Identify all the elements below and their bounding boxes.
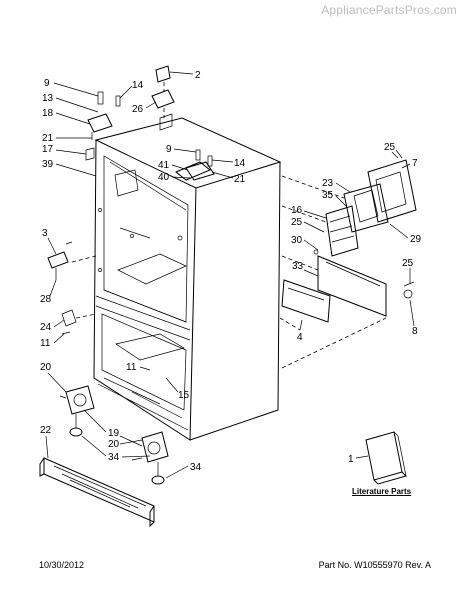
left-top-hinge-parts: [85, 91, 121, 161]
callout-34b: 34: [190, 462, 202, 473]
callout-21b: 21: [234, 174, 246, 185]
roller-leveler-parts: [59, 385, 169, 485]
callout-3: 3: [42, 228, 48, 239]
callout-35: 35: [322, 190, 334, 201]
cabinet-assembly: [93, 117, 282, 441]
callout-30: 30: [291, 235, 303, 246]
callout-21: 21: [42, 133, 54, 144]
callout-9b: 9: [166, 144, 172, 155]
watermark: AppliancePartsPros.com: [321, 3, 457, 17]
callout-11b: 11: [126, 362, 137, 373]
footer-date: 10/30/2012: [39, 560, 85, 570]
callout-2: 2: [195, 70, 201, 81]
connector-dashed-line: [279, 317, 301, 331]
callout-33: 33: [292, 261, 304, 272]
callout-14b: 14: [234, 158, 246, 169]
callout-39: 39: [42, 159, 54, 170]
callout-20: 20: [40, 362, 52, 373]
callout-41: 41: [158, 160, 170, 171]
toe-grille: [39, 457, 155, 528]
connector-dashed-line: [281, 175, 345, 199]
callout-28: 28: [40, 294, 52, 305]
callout-22: 22: [40, 425, 52, 436]
callout-25: 25: [384, 142, 396, 153]
callout-40: 40: [158, 172, 170, 183]
connector-dashed-line: [281, 205, 327, 223]
connector-dashed-line: [281, 317, 387, 369]
callout-16: 16: [291, 205, 303, 216]
callout-29: 29: [410, 234, 422, 245]
center-top-hinge-parts: [151, 65, 175, 131]
callout-4: 4: [297, 332, 303, 343]
footer-part-number: Part No. W10555970 Rev. A: [318, 560, 431, 570]
callout-25b: 25: [291, 217, 303, 228]
callout-20b: 20: [108, 439, 120, 450]
callout-23: 23: [322, 178, 334, 189]
callout-14: 14: [132, 80, 144, 91]
callout-9: 9: [44, 78, 50, 89]
literature-parts-booklet: [365, 431, 407, 485]
callout-1: 1: [348, 454, 354, 465]
callout-15: 15: [178, 390, 190, 401]
control-box-assembly: [281, 149, 417, 323]
callout-11: 11: [40, 338, 51, 349]
callout-25c: 25: [402, 258, 414, 269]
callouts: 9 14 2 13 18 26 21 17 39 9 41 14: [40, 70, 422, 479]
callout-13: 13: [42, 93, 54, 104]
literature-parts-caption: Literature Parts: [352, 487, 412, 496]
callout-19: 19: [108, 428, 120, 439]
callout-8: 8: [412, 326, 418, 337]
callout-7: 7: [412, 158, 418, 169]
left-side-parts: [47, 241, 97, 335]
callout-24: 24: [40, 322, 52, 333]
right-top-hinge-parts: [185, 149, 215, 181]
callout-18: 18: [42, 108, 54, 119]
callout-26: 26: [132, 104, 144, 115]
callout-17: 17: [42, 144, 54, 155]
callout-34: 34: [108, 452, 120, 463]
